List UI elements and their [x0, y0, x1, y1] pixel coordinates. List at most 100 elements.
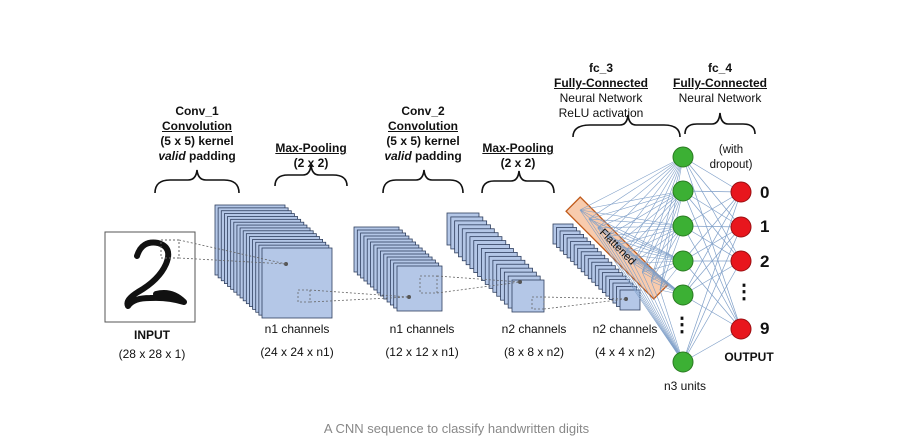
projection-dot-2	[407, 295, 411, 299]
conn-h0-o1	[682, 156, 742, 228]
input-label: INPUT	[134, 328, 170, 342]
input-digit-2	[124, 239, 187, 309]
conn-flat-6-h0	[633, 156, 684, 264]
pool1-label: Max-Pooling (2 x 2)	[261, 141, 361, 171]
pool1-name: Max-Pooling	[275, 141, 347, 155]
projection-line-2	[178, 257, 287, 265]
feature-map-3-17	[511, 279, 545, 313]
fc4-label: fc_4 Fully-Connected Neural Network	[665, 61, 775, 106]
stage2-channels: n1 channels	[389, 322, 455, 336]
conn-flat-2-h5	[597, 227, 684, 363]
output-ellipsis: ⋮	[734, 281, 754, 303]
fc3-type: Fully-Connected	[553, 76, 648, 90]
output-node-4	[730, 318, 752, 340]
conn-flat-8-h1	[650, 190, 684, 282]
fc4-name: fc_4	[707, 61, 733, 75]
conv2-kernel: (5 x 5) kernel	[386, 134, 460, 148]
conn-flat-1-h2	[588, 218, 684, 227]
feature-map-stacks	[214, 204, 641, 319]
pool2-name: Max-Pooling	[482, 141, 554, 155]
input-image-frame	[104, 231, 196, 323]
fc4-dropout-note: (with dropout)	[709, 144, 753, 171]
brace-conv1	[154, 169, 240, 194]
input-kernel-window	[160, 239, 180, 259]
feature-map-2-13	[396, 265, 443, 312]
conn-h5-o3	[682, 328, 742, 363]
conn-h1-o3	[682, 190, 742, 330]
conv1-name: Conv_1	[175, 104, 219, 118]
conn-h0-o0	[682, 156, 742, 193]
conn-flat-2-h2	[597, 225, 684, 229]
conn-flat-4-h0	[615, 156, 684, 246]
hidden-node-1	[672, 146, 694, 168]
conv1-padding: valid padding	[158, 149, 236, 163]
conn-flat-7-h0	[641, 156, 684, 273]
projection-line-6	[436, 281, 521, 294]
conn-flat-9-h1	[659, 190, 684, 291]
conn-flat-4-h2	[615, 225, 684, 246]
pool1-size: (2 x 2)	[293, 156, 329, 170]
stage3-channels: n2 channels	[501, 322, 567, 336]
projection-dot-4	[624, 297, 628, 301]
output-node-1	[730, 181, 752, 203]
conn-flat-7-h1	[641, 190, 684, 273]
fc4-type: Fully-Connected	[672, 76, 767, 90]
hidden-node-3	[672, 215, 694, 237]
stage3-dims: (8 x 8 x n2)	[503, 345, 565, 359]
network-nodes	[672, 146, 752, 373]
conn-flat-1-h0	[588, 156, 684, 220]
output-node-3	[730, 250, 752, 272]
pool2-size: (2 x 2)	[500, 156, 536, 170]
fc3-desc: Neural Network	[559, 91, 643, 105]
hidden-ellipsis: ⋮	[672, 314, 692, 336]
fc3-label: fc_3 Fully-Connected Neural Network ReLU…	[546, 61, 656, 121]
brace-pool1	[274, 164, 348, 187]
conn-flat-8-h0	[650, 156, 684, 282]
conn-flat-1-h5	[588, 218, 684, 363]
pool2-label: Max-Pooling (2 x 2)	[468, 141, 568, 171]
projection-line-3	[309, 289, 410, 298]
conn-h5-o0	[682, 191, 742, 363]
conv2-name: Conv_2	[401, 104, 445, 118]
conn-flat-0-h3	[579, 209, 684, 262]
conn-flat-3-h0	[606, 156, 684, 237]
hidden-node-5	[672, 284, 694, 306]
conn-flat-9-h5	[659, 289, 684, 363]
fc3-activation: ReLU activation	[558, 106, 644, 120]
stage2-dims: (12 x 12 x n1)	[385, 345, 459, 359]
feature-map-4-19	[619, 289, 641, 311]
conn-flat-4-h5	[615, 245, 684, 363]
output-label: OUTPUT	[724, 350, 774, 364]
conv-window-2	[419, 275, 438, 294]
conv1-label: Conv_1 Convolution (5 x 5) kernel valid …	[147, 104, 247, 164]
conn-flat-2-h0	[597, 156, 684, 229]
conn-h4-o0	[682, 191, 742, 296]
projection-line-4	[309, 296, 410, 303]
fc4-desc: Neural Network	[678, 91, 762, 105]
output-node-2	[730, 216, 752, 238]
conv2-padding: valid padding	[384, 149, 462, 163]
conn-h5-o2	[682, 260, 742, 363]
conv1-type: Convolution	[162, 119, 232, 133]
projection-line-5	[436, 275, 521, 283]
conn-flat-7-h5	[641, 272, 684, 363]
output-class-2: 2	[760, 252, 770, 271]
conn-flat-5-h5	[624, 254, 684, 363]
conn-flat-3-h1	[606, 190, 684, 237]
brace-pool2	[481, 170, 555, 194]
hidden-node-6	[672, 351, 694, 373]
output-class-0: 0	[760, 183, 770, 202]
conn-h2-o0	[682, 191, 742, 227]
conn-flat-6-h5	[633, 263, 684, 363]
stage1-channels: n1 channels	[264, 322, 330, 336]
projection-line-7	[543, 296, 627, 300]
conv2-type: Convolution	[388, 119, 458, 133]
hidden-node-4	[672, 250, 694, 272]
projection-dot-3	[518, 280, 522, 284]
conv2-label: Conv_2 Convolution (5 x 5) kernel valid …	[373, 104, 473, 164]
output-class-9: 9	[760, 319, 770, 338]
conn-flat-8-h5	[650, 281, 684, 363]
feature-map-1-15	[261, 247, 333, 319]
